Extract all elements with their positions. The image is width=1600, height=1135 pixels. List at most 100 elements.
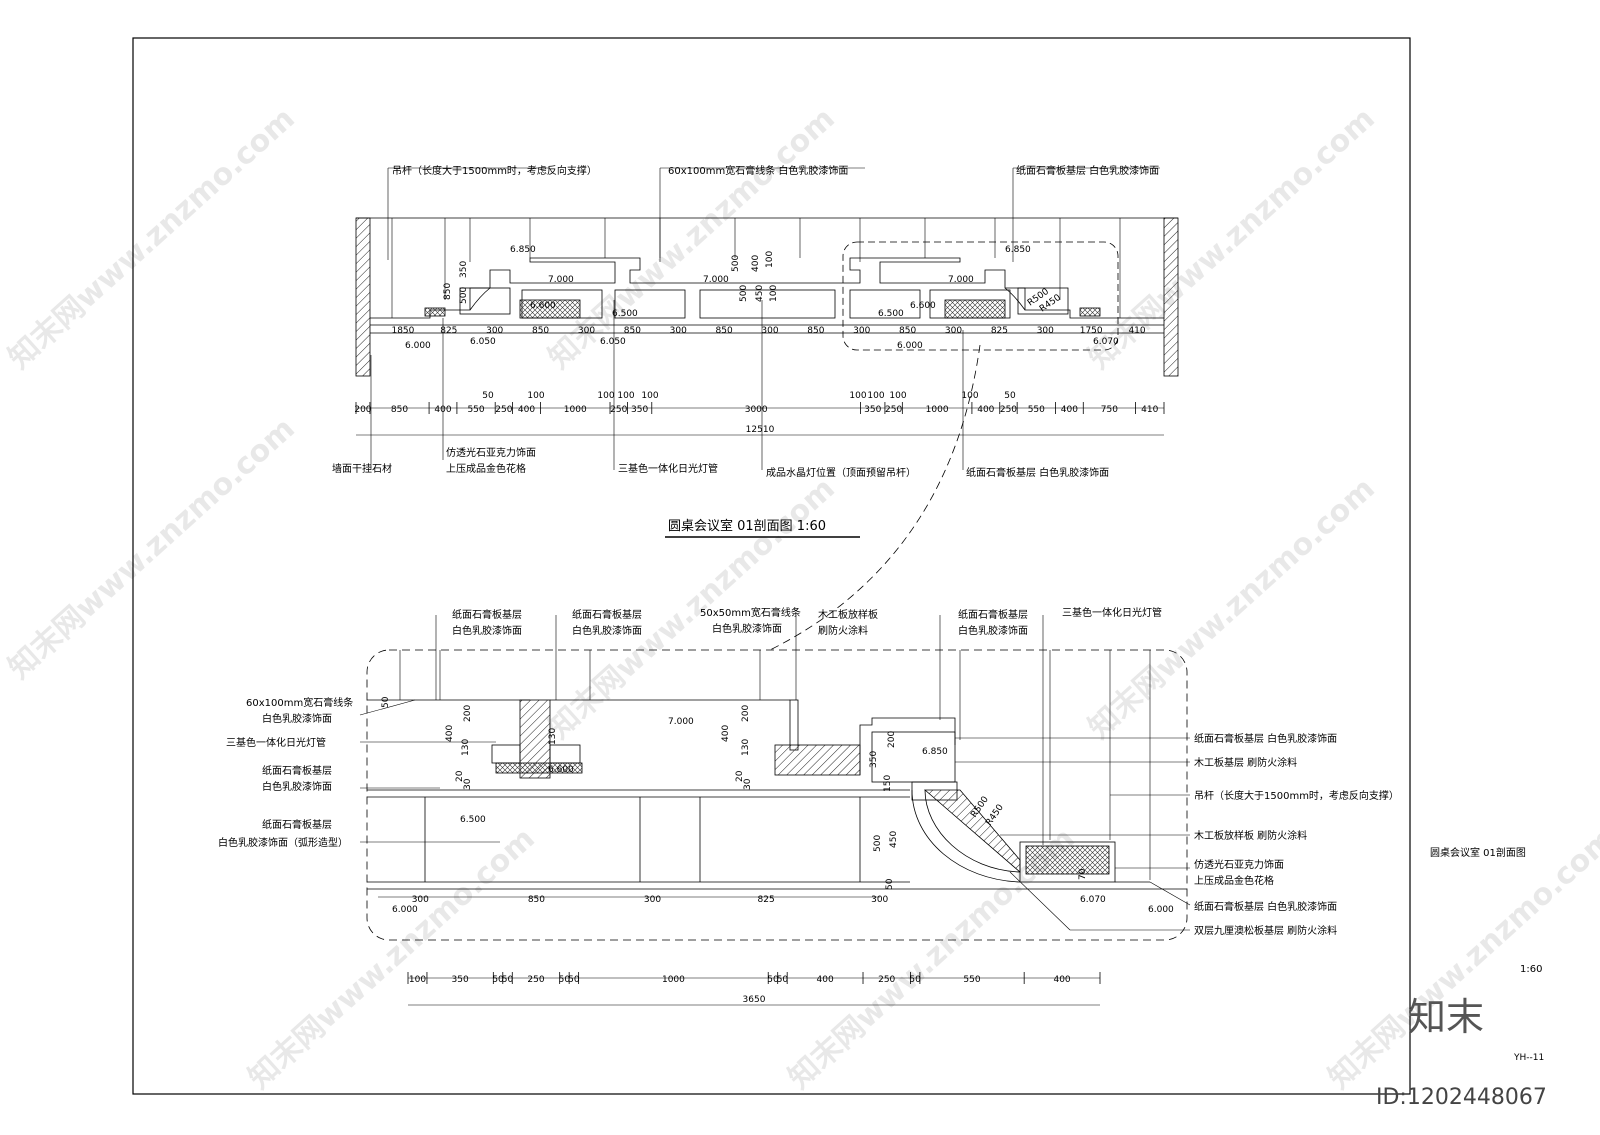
dim-label: 250	[495, 405, 512, 415]
dim-label: 250	[1000, 405, 1017, 415]
vert-dim-label: 130	[741, 739, 751, 756]
vert-dim-label: 130	[548, 728, 558, 745]
dim-label: 1000	[926, 405, 949, 415]
callout-chandelier: 成品水晶灯位置（顶面预留吊杆）	[766, 466, 916, 479]
dim-label: 850	[391, 405, 408, 415]
inner-dim-label: 300	[670, 326, 687, 336]
inner-dim-label: 300	[871, 895, 888, 905]
callout-label: 纸面石膏板基层	[572, 608, 642, 621]
dim-label: 50	[568, 975, 580, 985]
dim-label: 250	[610, 405, 627, 415]
vert-dim-label: 400	[721, 725, 731, 742]
dim-label: 400	[518, 405, 535, 415]
callout-acrylic: 仿透光石亚克力饰面	[446, 446, 536, 459]
callout-label: 双层九厘澳松板基层 刷防火涂料	[1194, 924, 1337, 937]
inner-dim-label: 300	[412, 895, 429, 905]
callout-label: 白色乳胶漆饰面	[712, 622, 782, 635]
vert-dim-label: 20	[455, 770, 465, 782]
vert-dim-label: 350	[459, 261, 469, 278]
vert-dim-label: 130	[461, 739, 471, 756]
upper-dimensions	[356, 407, 1164, 436]
callout-label: 白色乳胶漆饰面	[262, 780, 332, 793]
vert-dim-label: 70	[1078, 868, 1088, 880]
callout-label: 三基色一体化日光灯管	[226, 736, 326, 749]
level-mark: 6.600	[910, 301, 936, 311]
inner-dim-label: 850	[899, 326, 916, 336]
callout-label: 纸面石膏板基层 白色乳胶漆饰面	[1194, 900, 1337, 913]
small-dim-label: 100	[527, 391, 544, 401]
level-mark: 6.850	[922, 747, 948, 757]
inner-dim-label: 850	[528, 895, 545, 905]
watermark: 知末网www.znzmo.com	[1322, 821, 1600, 1096]
dim-label: 250	[527, 975, 544, 985]
callout-label: 纸面石膏板基层	[262, 764, 332, 777]
level-mark: 6.850	[1005, 245, 1031, 255]
inner-dim-label: 300	[486, 326, 503, 336]
watermark-group: 知末网www.znzmo.com 知末网www.znzmo.com 知末网www…	[2, 101, 1600, 1096]
inner-dim-label: 300	[761, 326, 778, 336]
callout-label: 三基色一体化日光灯管	[1062, 606, 1162, 619]
callout-label: 纸面石膏板基层 白色乳胶漆饰面	[1194, 732, 1337, 745]
vert-dim-label: 100	[769, 285, 779, 302]
inner-dim-label: 825	[758, 895, 775, 905]
dim-label: 550	[963, 975, 980, 985]
small-dim-label: 100	[961, 391, 978, 401]
vert-dim-label: 450	[889, 831, 899, 848]
dim-label: 350	[452, 975, 469, 985]
level-mark: 7.000	[668, 717, 694, 727]
watermark: 知末网www.znzmo.com	[2, 101, 302, 376]
lower-dimensions	[378, 896, 1100, 1006]
vert-dim-label: 30	[463, 778, 473, 790]
dim-label: 350	[631, 405, 648, 415]
callout-gypsum-board-2: 纸面石膏板基层 白色乳胶漆饰面	[966, 466, 1109, 479]
brand-mark: 知末	[1408, 995, 1484, 1039]
inner-dim-label: 850	[624, 326, 641, 336]
level-mark: 6.050	[470, 337, 496, 347]
vert-dim-label: 50	[885, 878, 895, 890]
level-mark: 6.500	[878, 309, 904, 319]
small-dim-label: 100	[597, 391, 614, 401]
vert-dim-label: 500	[739, 285, 749, 302]
inner-dim-label: 300	[578, 326, 595, 336]
dim-label: 50	[767, 975, 779, 985]
callout-label: 木工板放样板	[818, 608, 878, 621]
vert-dim-label: 400	[445, 725, 455, 742]
level-mark: 6.000	[392, 905, 418, 915]
level-mark: 6.070	[1080, 895, 1106, 905]
dim-label: 50	[777, 975, 789, 985]
id-label: ID:1202448067	[1376, 1085, 1547, 1110]
callout-label: 白色乳胶漆饰面（弧形造型）	[218, 836, 348, 849]
callout-stone: 墙面干挂石材	[332, 462, 392, 475]
callout-gold-grille: 上压成品金色花格	[446, 462, 526, 475]
callout-gypsum-board: 纸面石膏板基层 白色乳胶漆饰面	[1016, 164, 1159, 177]
dim-label: 400	[977, 405, 994, 415]
callout-label: 50x50mm宽石膏线条	[700, 606, 801, 619]
callout-label: 白色乳胶漆饰面	[452, 624, 522, 637]
dim-label: 50	[559, 975, 571, 985]
dim-total: 3650	[743, 995, 766, 1005]
dim-label: 1000	[564, 405, 587, 415]
vert-dim-label: 500	[459, 287, 469, 304]
callout-label: 木工板放样板 刷防火涂料	[1194, 829, 1307, 842]
callout-lamp-tube: 三基色一体化日光灯管	[618, 462, 718, 475]
inner-dim-label: 825	[991, 326, 1008, 336]
dim-label: 200	[354, 405, 371, 415]
vert-dim-label: 20	[735, 770, 745, 782]
vert-dim-label: 500	[731, 255, 741, 272]
inner-dim-label: 825	[440, 326, 457, 336]
small-dim-label: 100	[849, 391, 866, 401]
level-mark: 6.850	[510, 245, 536, 255]
inner-dim-label: 300	[1037, 326, 1054, 336]
dim-label: 1000	[662, 975, 685, 985]
dim-label: 410	[1141, 405, 1158, 415]
vert-dim-label: 200	[741, 705, 751, 722]
callout-label: 木工板基层 刷防火涂料	[1194, 756, 1297, 769]
dim-label: 400	[1053, 975, 1070, 985]
level-mark: 7.000	[948, 275, 974, 285]
vert-dim-label: 150	[883, 775, 893, 792]
level-mark: 6.000	[405, 341, 431, 351]
inner-dim-label: 1750	[1080, 326, 1103, 336]
radius-mark: R450	[984, 803, 1006, 828]
